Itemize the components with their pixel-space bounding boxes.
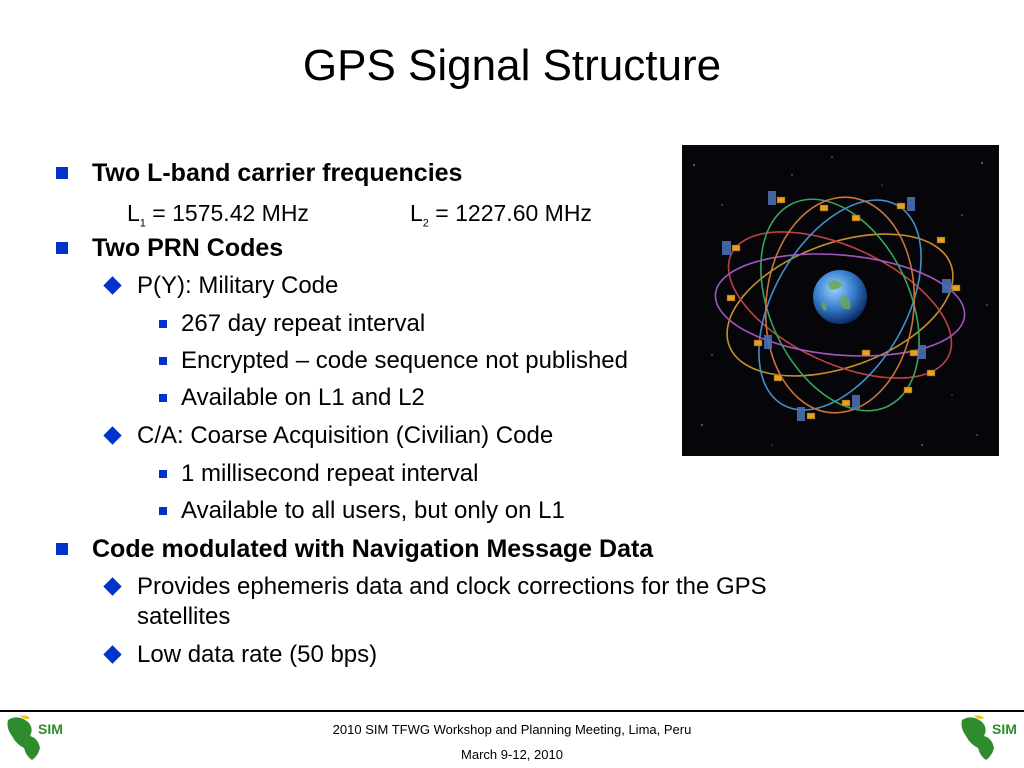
bullet-civilian-code: C/A: Coarse Acquisition (Civilian) Code — [103, 421, 554, 451]
logo-text: SIM — [38, 721, 63, 737]
bullet-text: C/A: Coarse Acquisition (Civilian) Code — [137, 422, 554, 449]
small-square-bullet-icon — [159, 357, 167, 365]
small-square-bullet-icon — [159, 470, 167, 478]
small-square-bullet-icon — [159, 507, 167, 515]
bullet-text: 1 millisecond repeat interval — [181, 460, 479, 487]
bullet-low-data-rate: Low data rate (50 bps) — [103, 640, 378, 670]
bullet-text: Two L-band carrier frequencies — [92, 159, 463, 187]
bullet-text: Two PRN Codes — [92, 234, 284, 262]
l2-subscript: 2 — [422, 217, 429, 230]
bullet-text: Available on L1 and L2 — [181, 384, 425, 411]
l1-value: = 1575.42 MHz — [145, 200, 309, 226]
square-bullet-icon — [56, 543, 68, 555]
bullet-available-all-users: Available to all users, but only on L1 — [159, 496, 565, 526]
bullet-text: Low data rate (50 bps) — [137, 641, 378, 668]
bullet-text: Encrypted – code sequence not published — [181, 347, 628, 374]
footer-event: 2010 SIM TFWG Workshop and Planning Meet… — [332, 722, 692, 737]
bullet-text: Code modulated with Navigation Message D… — [92, 535, 654, 563]
diamond-bullet-icon — [103, 645, 122, 664]
l2-frequency: L2 = 1227.60 MHz — [410, 198, 592, 230]
bullet-millisecond-interval: 1 millisecond repeat interval — [159, 459, 479, 489]
gps-constellation-image — [682, 145, 999, 456]
square-bullet-icon — [56, 242, 68, 254]
diamond-bullet-icon — [103, 577, 122, 596]
sim-logo-left: SIM — [7, 715, 63, 760]
bullet-text: Available to all users, but only on L1 — [181, 497, 565, 524]
diamond-bullet-icon — [103, 276, 122, 295]
footer-divider — [0, 710, 1024, 712]
footer-date: March 9-12, 2010 — [461, 747, 563, 762]
l1-symbol: L — [127, 200, 140, 226]
bullet-available-l1-l2: Available on L1 and L2 — [159, 383, 425, 413]
bullet-navigation-message: Code modulated with Navigation Message D… — [56, 534, 654, 564]
sim-logo-right: SIM — [961, 715, 1017, 760]
l2-value: = 1227.60 MHz — [428, 200, 592, 226]
logo-text: SIM — [992, 721, 1017, 737]
slide-title: GPS Signal Structure — [302, 41, 722, 90]
bullet-text: 267 day repeat interval — [181, 310, 426, 337]
bullet-text: P(Y): Military Code — [137, 272, 339, 299]
diamond-bullet-icon — [103, 426, 122, 445]
bullet-text-line2: satellites — [137, 603, 231, 630]
bullet-carrier-frequencies: Two L-band carrier frequencies — [56, 158, 463, 188]
bullet-ephemeris: Provides ephemeris data and clock correc… — [103, 572, 767, 632]
bullet-prn-codes: Two PRN Codes — [56, 233, 284, 263]
small-square-bullet-icon — [159, 320, 167, 328]
bullet-military-code: P(Y): Military Code — [103, 271, 339, 301]
bullet-repeat-interval: 267 day repeat interval — [159, 309, 426, 339]
bullet-encrypted: Encrypted – code sequence not published — [159, 346, 628, 376]
l1-subscript: 1 — [139, 217, 146, 230]
square-bullet-icon — [56, 167, 68, 179]
l1-frequency: L1 = 1575.42 MHz — [127, 198, 309, 230]
small-square-bullet-icon — [159, 394, 167, 402]
bullet-text-line1: Provides ephemeris data and clock correc… — [137, 573, 767, 600]
l2-symbol: L — [410, 200, 423, 226]
